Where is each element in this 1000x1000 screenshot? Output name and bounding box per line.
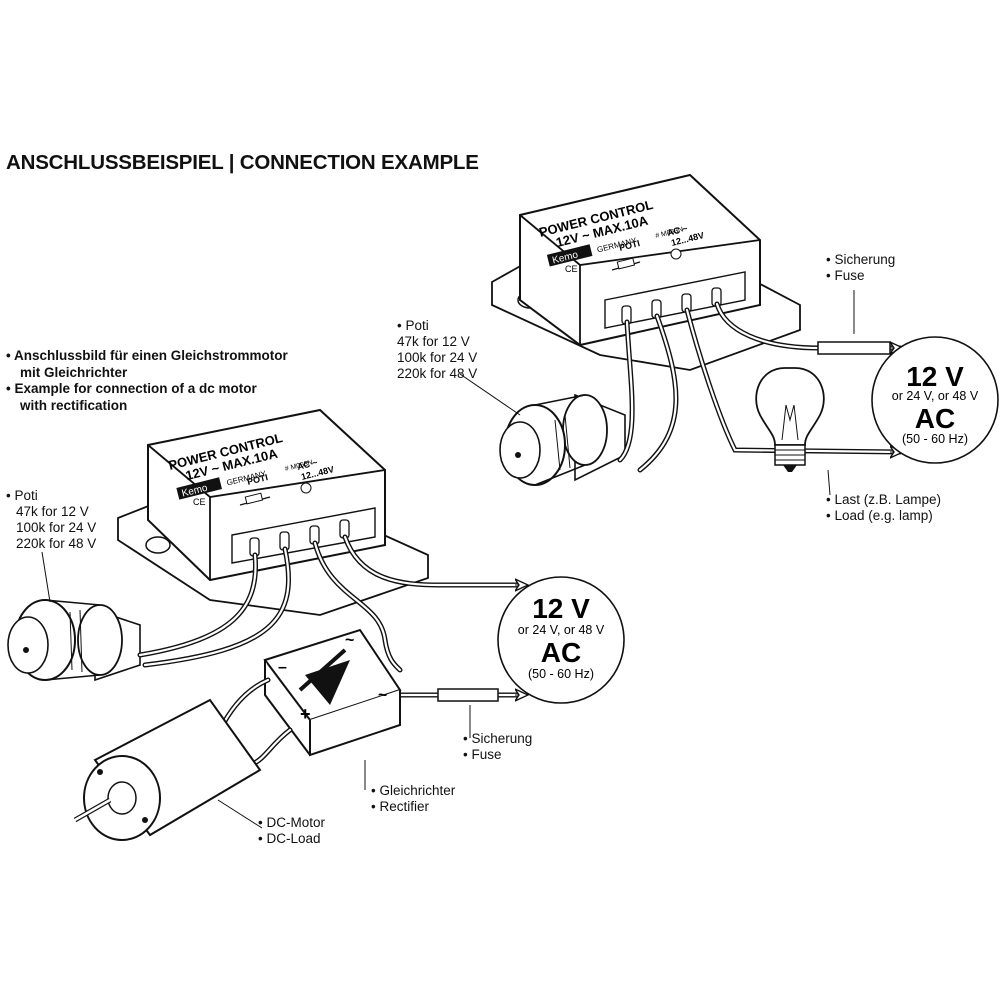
poti-label-bottom: Poti 47k for 12 V 100k for 24 V 220k for… [6, 488, 96, 552]
fuse-top [817, 341, 891, 355]
note-de-line2: mit Gleichrichter [20, 364, 128, 380]
poti-bottom-line3: 220k for 48 V [16, 536, 97, 551]
poti-top-line1: 47k for 12 V [397, 334, 470, 349]
module-bottom-poti: POTI [246, 472, 269, 487]
module-top-ac1: AC ~ [666, 223, 689, 238]
poti-bottom-line1: 47k for 12 V [16, 504, 89, 519]
supply-top-type: AC [915, 403, 955, 434]
supply-top-freq: (50 - 60 Hz) [902, 432, 968, 446]
motor-label: DC-Motor DC-Load [258, 815, 325, 847]
note-en-line1: Example for connection of a dc motor [6, 381, 288, 398]
module-bottom-ce: CE [193, 497, 206, 507]
fuse-bottom [437, 688, 499, 702]
module-top: POWER CONTROL 12V ~ MAX.10A Kemo GERMANY… [491, 173, 801, 371]
page-title: ANSCHLUSSBEISPIEL | CONNECTION EXAMPLE [6, 151, 479, 174]
supply-circle-bottom [497, 576, 625, 704]
motor-de: DC-Motor [258, 815, 325, 831]
fuse-top-de: Sicherung [826, 252, 895, 268]
supply-top-voltage: 12 V [906, 361, 964, 392]
load-label: Last (z.B. Lampe) Load (e.g. lamp) [826, 492, 941, 524]
rectifier-label: Gleichrichter Rectifier [371, 783, 455, 815]
note-en-line2: with rectification [20, 397, 128, 413]
module-bottom: POWER CONTROL 12V ~ MAX.10A Kemo GERMANY… [117, 408, 429, 616]
fuse-bottom-en: Fuse [463, 747, 532, 763]
fuse-top-en: Fuse [826, 268, 895, 284]
load-de: Last (z.B. Lampe) [826, 492, 941, 508]
fuse-label-bottom: Sicherung Fuse [463, 731, 532, 763]
poti-bottom [7, 599, 141, 682]
supply-bottom-type: AC [541, 637, 581, 668]
supply-circle-top [871, 336, 999, 464]
rectifier-block: – + ~ ~ [263, 628, 402, 757]
poti-label-top: Poti 47k for 12 V 100k for 24 V 220k for… [397, 318, 477, 382]
poti-top-line2: 100k for 24 V [397, 350, 478, 365]
module-top-poti: POTI [618, 238, 641, 253]
poti-top-line3: 220k for 48 V [397, 366, 478, 381]
fuse-bottom-de: Sicherung [463, 731, 532, 747]
note-de-line1: Anschlussbild für einen Gleichstrommotor [6, 348, 288, 365]
description-note: Anschlussbild für einen Gleichstrommotor… [6, 348, 288, 414]
rectifier-minus: – [278, 659, 287, 676]
module-bottom-ac1: AC ~ [296, 457, 319, 472]
supply-bottom-alt: or 24 V, or 48 V [518, 623, 605, 637]
load-en: Load (e.g. lamp) [826, 508, 941, 524]
dc-motor-icon [73, 698, 262, 841]
fuse-label-top: Sicherung Fuse [826, 252, 895, 284]
lamp-icon [755, 367, 825, 472]
rectifier-de: Gleichrichter [371, 783, 455, 799]
poti-bottom-name: Poti [6, 488, 96, 504]
supply-bottom-freq: (50 - 60 Hz) [528, 667, 594, 681]
poti-top-name: Poti [397, 318, 477, 334]
poti-top [499, 393, 626, 486]
rectifier-tilde2: ~ [378, 687, 387, 704]
supply-top-alt: or 24 V, or 48 V [892, 389, 979, 403]
motor-en: DC-Load [258, 831, 325, 847]
rectifier-en: Rectifier [371, 799, 455, 815]
module-top-ce: CE [565, 264, 578, 274]
rectifier-tilde1: ~ [345, 632, 354, 649]
rectifier-plus: + [300, 704, 311, 724]
poti-bottom-line2: 100k for 24 V [16, 520, 97, 535]
supply-bottom-voltage: 12 V [532, 593, 590, 624]
